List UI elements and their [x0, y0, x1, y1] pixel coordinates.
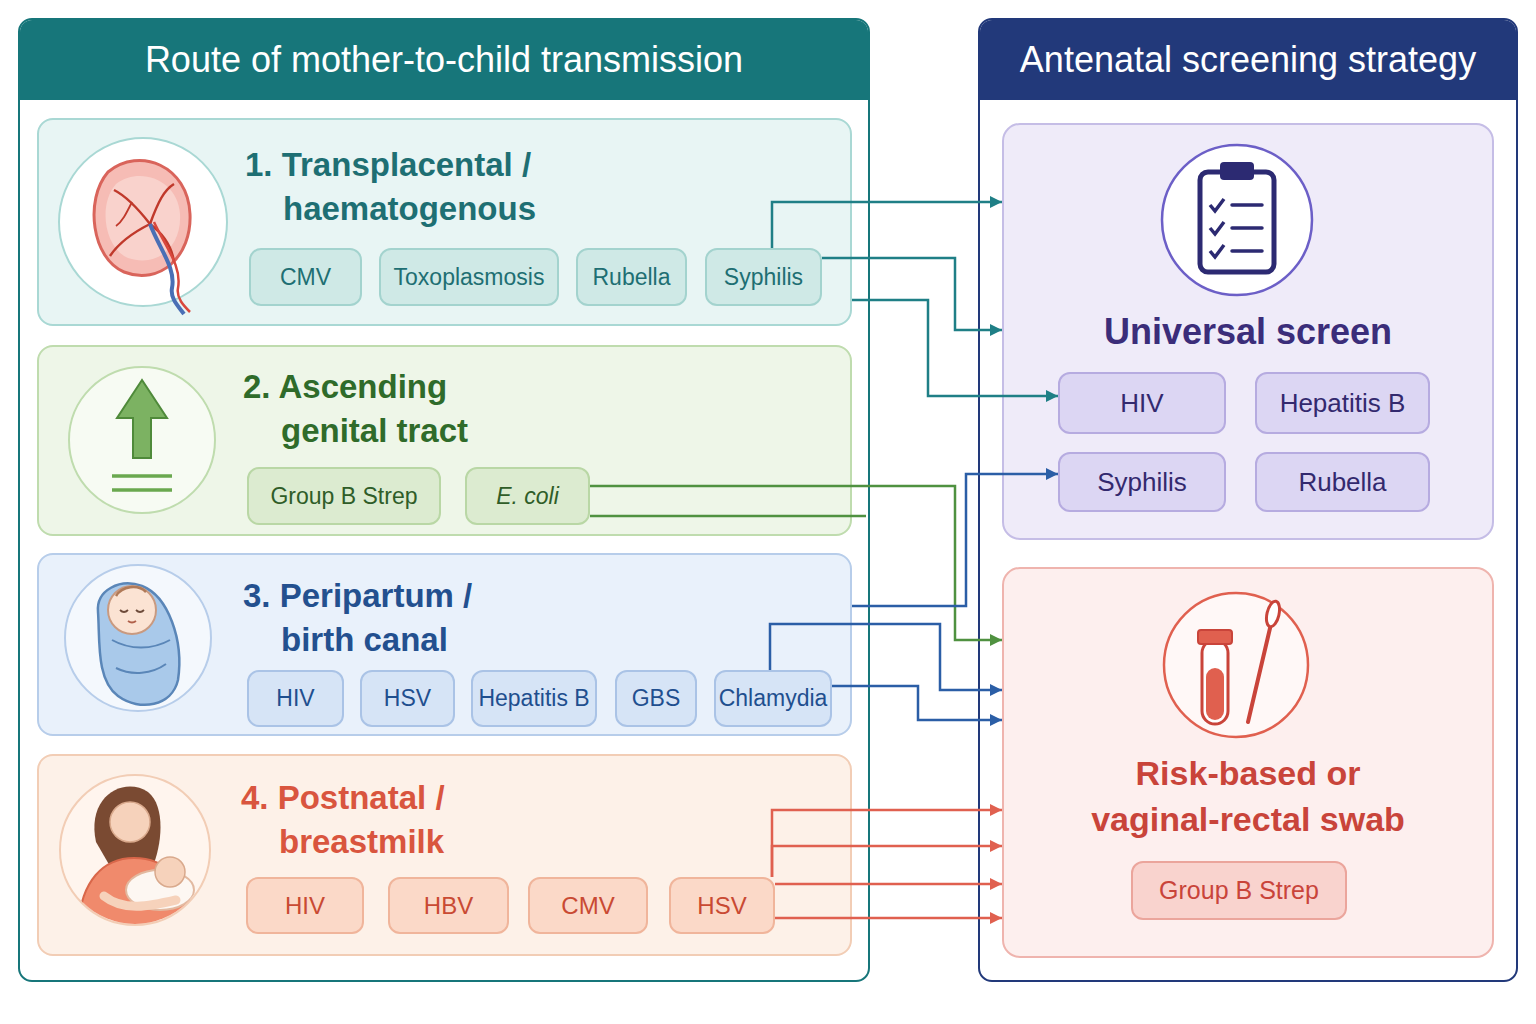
screen-box: Risk-based or vaginal-rectal swabGroup B… — [1002, 567, 1494, 958]
route-box: 1. Transplacental / haematogenousCMV Toxo… — [37, 118, 852, 326]
pathogen-pill: HIV — [247, 670, 344, 727]
pathogen-pill: GBS — [615, 670, 697, 727]
test-pill: Syphilis — [1058, 452, 1226, 512]
pathogen-label: GBS — [617, 672, 695, 725]
pathogen-label: HIV — [249, 672, 342, 725]
screen-title: Risk-based or vaginal-rectal swab — [1078, 750, 1418, 842]
pathogen-label: Chlamydia — [716, 672, 830, 725]
route-title: 1. Transplacental / haematogenous — [245, 143, 645, 231]
panel-heading: Route of mother-to-child transmission — [20, 20, 868, 100]
pathogen-pill: Toxoplasmosis — [379, 248, 559, 306]
pathogen-pill: HIV — [246, 877, 364, 934]
pathogen-label: HSV — [671, 879, 773, 932]
pathogen-label: HIV — [1060, 374, 1224, 432]
panel-heading: Antenatal screening strategy — [980, 20, 1516, 100]
screening-panel: Antenatal screening strategyUniversal sc… — [978, 18, 1518, 982]
pathogen-label: E. coli — [467, 469, 588, 523]
screen-title: Universal screen — [1004, 310, 1492, 354]
route-box: 4. Postnatal / breastmilkHIV HBV CMV HSV — [37, 754, 852, 956]
test-pill: Rubella — [1255, 452, 1430, 512]
pathogen-label: Toxoplasmosis — [381, 250, 557, 304]
route-box: 2. Ascending genital tractGroup B Strep E… — [37, 345, 852, 536]
pathogen-label: CMV — [251, 250, 360, 304]
pathogen-pill: Syphilis — [705, 248, 822, 306]
test-pill: HIV — [1058, 372, 1226, 434]
pathogen-label: Group B Strep — [249, 469, 439, 523]
pathogen-label: Syphilis — [707, 250, 820, 304]
test-pill: Group B Strep — [1131, 861, 1347, 920]
pathogen-label: Group B Strep — [1133, 863, 1345, 918]
pathogen-pill: Group B Strep — [247, 467, 441, 525]
pathogen-label: Hepatitis B — [1257, 374, 1428, 432]
pathogen-pill: Hepatitis B — [471, 670, 597, 727]
screen-box: Universal screenHIV Hepatitis B Syphilis Ru… — [1002, 123, 1494, 540]
pathogen-label: Syphilis — [1060, 454, 1224, 510]
pathogen-pill: HSV — [669, 877, 775, 934]
pathogen-label: Hepatitis B — [473, 672, 595, 725]
pathogen-label: HSV — [362, 672, 453, 725]
route-box: 3. Peripartum / birth canalHIV HSV Hepatit… — [37, 553, 852, 736]
pathogen-label: HBV — [390, 879, 507, 932]
pathogen-label: Rubella — [1257, 454, 1428, 510]
test-pill: Hepatitis B — [1255, 372, 1430, 434]
pathogen-label: HIV — [248, 879, 362, 932]
pathogen-pill: Rubella — [576, 248, 687, 306]
pathogen-pill: Chlamydia — [714, 670, 832, 727]
pathogen-pill: CMV — [249, 248, 362, 306]
route-title: 2. Ascending genital tract — [243, 365, 503, 453]
route-title: 4. Postnatal / breastmilk — [241, 776, 541, 864]
pathogen-label: CMV — [530, 879, 646, 932]
pathogen-label: Rubella — [578, 250, 685, 304]
pathogen-pill: E. coli — [465, 467, 590, 525]
pathogen-pill: HBV — [388, 877, 509, 934]
pathogen-pill: HSV — [360, 670, 455, 727]
route-panel: Route of mother-to-child transmission 1. … — [18, 18, 870, 982]
pathogen-pill: CMV — [528, 877, 648, 934]
route-title: 3. Peripartum / birth canal — [243, 574, 543, 662]
